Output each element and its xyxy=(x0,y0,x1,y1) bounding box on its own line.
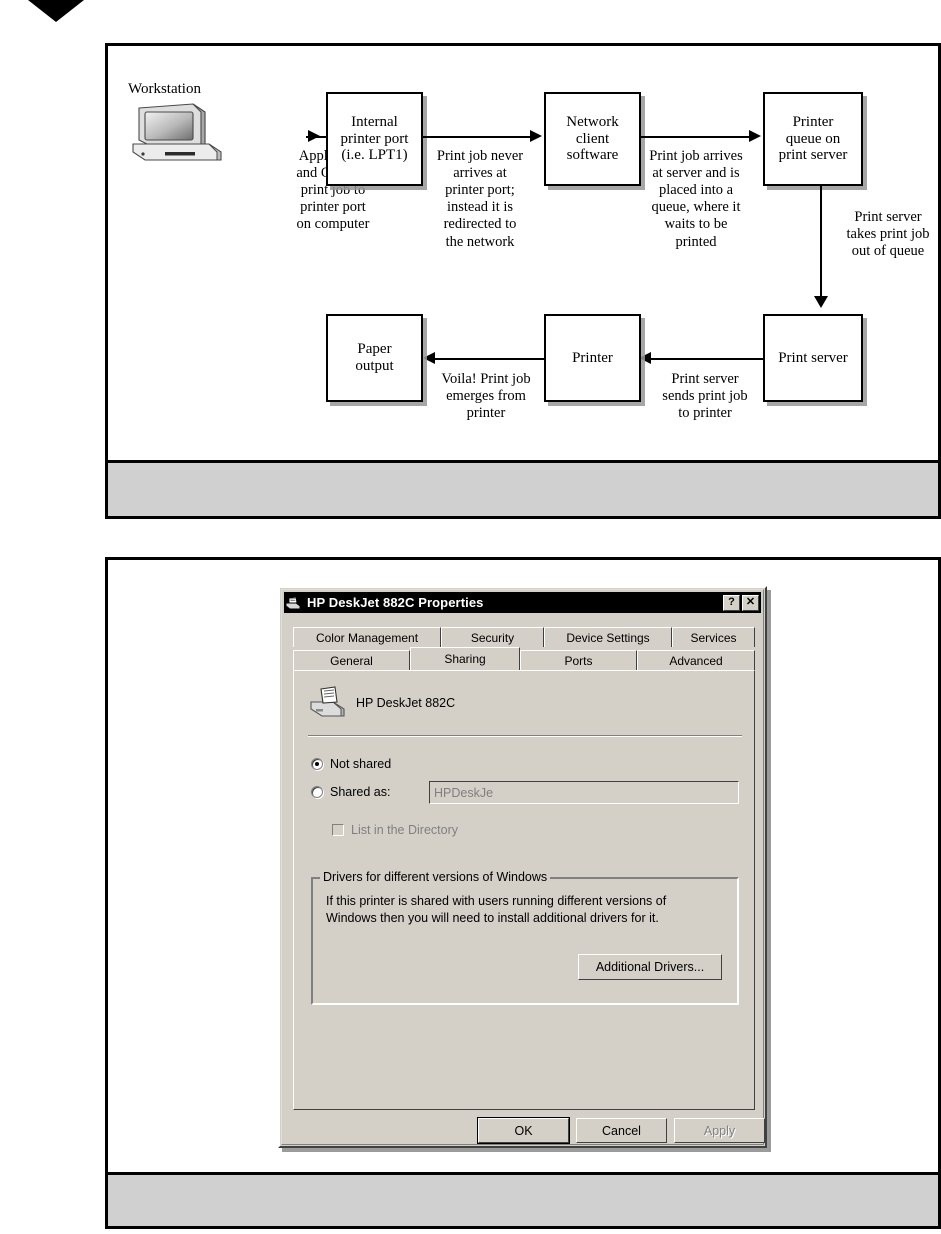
cancel-button-label: Cancel xyxy=(602,1123,641,1138)
tab-row-1: Color Management Security Device Setting… xyxy=(293,627,755,647)
node-printer: Printer xyxy=(544,314,641,402)
arrow-server-to-printer xyxy=(647,358,763,360)
arrow-queue-to-server-head xyxy=(814,296,828,308)
arrow-server-to-printer-head xyxy=(639,352,651,364)
printer-properties-dialog: HP DeskJet 882C Properties ? ✕ Color Man… xyxy=(278,586,767,1148)
checkbox-list-in-directory-label: List in the Directory xyxy=(351,823,458,837)
checkbox-list-in-directory-box[interactable] xyxy=(332,824,344,836)
tab-row-2: General Sharing Ports Advanced xyxy=(293,647,755,670)
tab-color-management[interactable]: Color Management xyxy=(293,627,441,647)
sharing-tab-panel: HP DeskJet 882C Not shared Shared as: HP… xyxy=(293,670,755,1110)
titlebar-buttons: ? ✕ xyxy=(723,594,759,611)
arrow-port-to-client xyxy=(423,136,532,138)
radio-shared-as-label: Shared as: xyxy=(330,785,391,799)
checkbox-list-in-directory[interactable]: List in the Directory xyxy=(332,823,458,837)
panel-separator-highlight xyxy=(308,736,742,737)
figure-1-frame: Workstation xyxy=(105,43,941,519)
ok-button-label: OK xyxy=(514,1123,533,1138)
drivers-group-title: Drivers for different versions of Window… xyxy=(320,870,551,884)
share-name-value: HPDeskJe xyxy=(434,785,494,800)
tab-security[interactable]: Security xyxy=(441,627,544,647)
drivers-group-text-line2: Windows then you will need to install ad… xyxy=(326,910,659,925)
printer-name-label: HP DeskJet 882C xyxy=(356,696,456,710)
dialog-titlebar[interactable]: HP DeskJet 882C Properties ? ✕ xyxy=(284,592,761,613)
tab-device-settings[interactable]: Device Settings xyxy=(544,627,672,647)
desktop-computer-icon xyxy=(131,102,231,162)
label-server-to-printer: Print server sends print job to printer xyxy=(662,371,748,422)
apply-button: Apply xyxy=(674,1118,765,1143)
drivers-group-text-line1: If this printer is shared with users run… xyxy=(326,894,667,908)
label-printer-to-paper: Voila! Print job emerges from printer xyxy=(441,371,531,422)
cancel-button[interactable]: Cancel xyxy=(576,1118,667,1143)
node-print-server: Print server xyxy=(763,314,863,402)
arrow-printer-to-paper xyxy=(431,358,544,360)
figure-2-frame: HP DeskJet 882C Properties ? ✕ Color Man… xyxy=(105,557,941,1229)
ok-button[interactable]: OK xyxy=(477,1117,570,1144)
additional-drivers-button[interactable]: Additional Drivers... xyxy=(578,954,722,980)
tab-sharing[interactable]: Sharing xyxy=(410,647,520,670)
arrow-printer-to-paper-head xyxy=(423,352,435,364)
apply-button-label: Apply xyxy=(703,1123,736,1138)
arrow-queue-to-server xyxy=(820,186,822,299)
corner-triangle-marker xyxy=(0,0,112,22)
arrow-ws-to-port-head xyxy=(308,130,320,142)
workstation-label: Workstation xyxy=(128,81,201,97)
label-client-to-queue: Print job arrives at server and is place… xyxy=(649,148,743,250)
node-paper-output: Paper output xyxy=(326,314,423,402)
help-button[interactable]: ? xyxy=(723,594,740,611)
label-queue-to-server: Print server takes print job out of queu… xyxy=(846,209,930,260)
radio-shared-as[interactable]: Shared as: xyxy=(311,785,390,799)
tab-general[interactable]: General xyxy=(293,650,410,670)
close-icon[interactable]: ✕ xyxy=(742,594,759,611)
tab-services[interactable]: Services xyxy=(672,627,755,647)
figure-1-caption-bar xyxy=(108,460,938,516)
node-network-client-software: Network client software xyxy=(544,92,641,186)
radio-shared-as-indicator[interactable] xyxy=(311,786,323,798)
panel-separator xyxy=(308,735,742,736)
titlebar-printer-icon xyxy=(284,595,302,611)
figure-2-caption-bar xyxy=(108,1172,938,1226)
dialog-title: HP DeskJet 882C Properties xyxy=(307,595,484,610)
print-flow-diagram: Workstation xyxy=(108,46,938,516)
additional-drivers-label: Additional Drivers... xyxy=(595,960,705,974)
printer-icon xyxy=(308,685,348,726)
radio-not-shared[interactable]: Not shared xyxy=(311,757,391,771)
label-port-to-client: Print job never arrives at printer port;… xyxy=(436,148,524,250)
arrow-client-to-queue xyxy=(641,136,751,138)
node-internal-printer-port: Internal printer port (i.e. LPT1) xyxy=(326,92,423,186)
radio-not-shared-label: Not shared xyxy=(330,757,392,771)
tab-advanced[interactable]: Advanced xyxy=(637,650,755,670)
tab-ports[interactable]: Ports xyxy=(520,650,637,670)
share-name-input[interactable]: HPDeskJe xyxy=(429,781,739,804)
drivers-group-text: If this printer is shared with users run… xyxy=(326,893,721,927)
arrow-port-to-client-head xyxy=(530,130,542,142)
radio-not-shared-indicator[interactable] xyxy=(311,758,323,770)
arrow-client-to-queue-head xyxy=(749,130,761,142)
node-printer-queue: Printer queue on print server xyxy=(763,92,863,186)
